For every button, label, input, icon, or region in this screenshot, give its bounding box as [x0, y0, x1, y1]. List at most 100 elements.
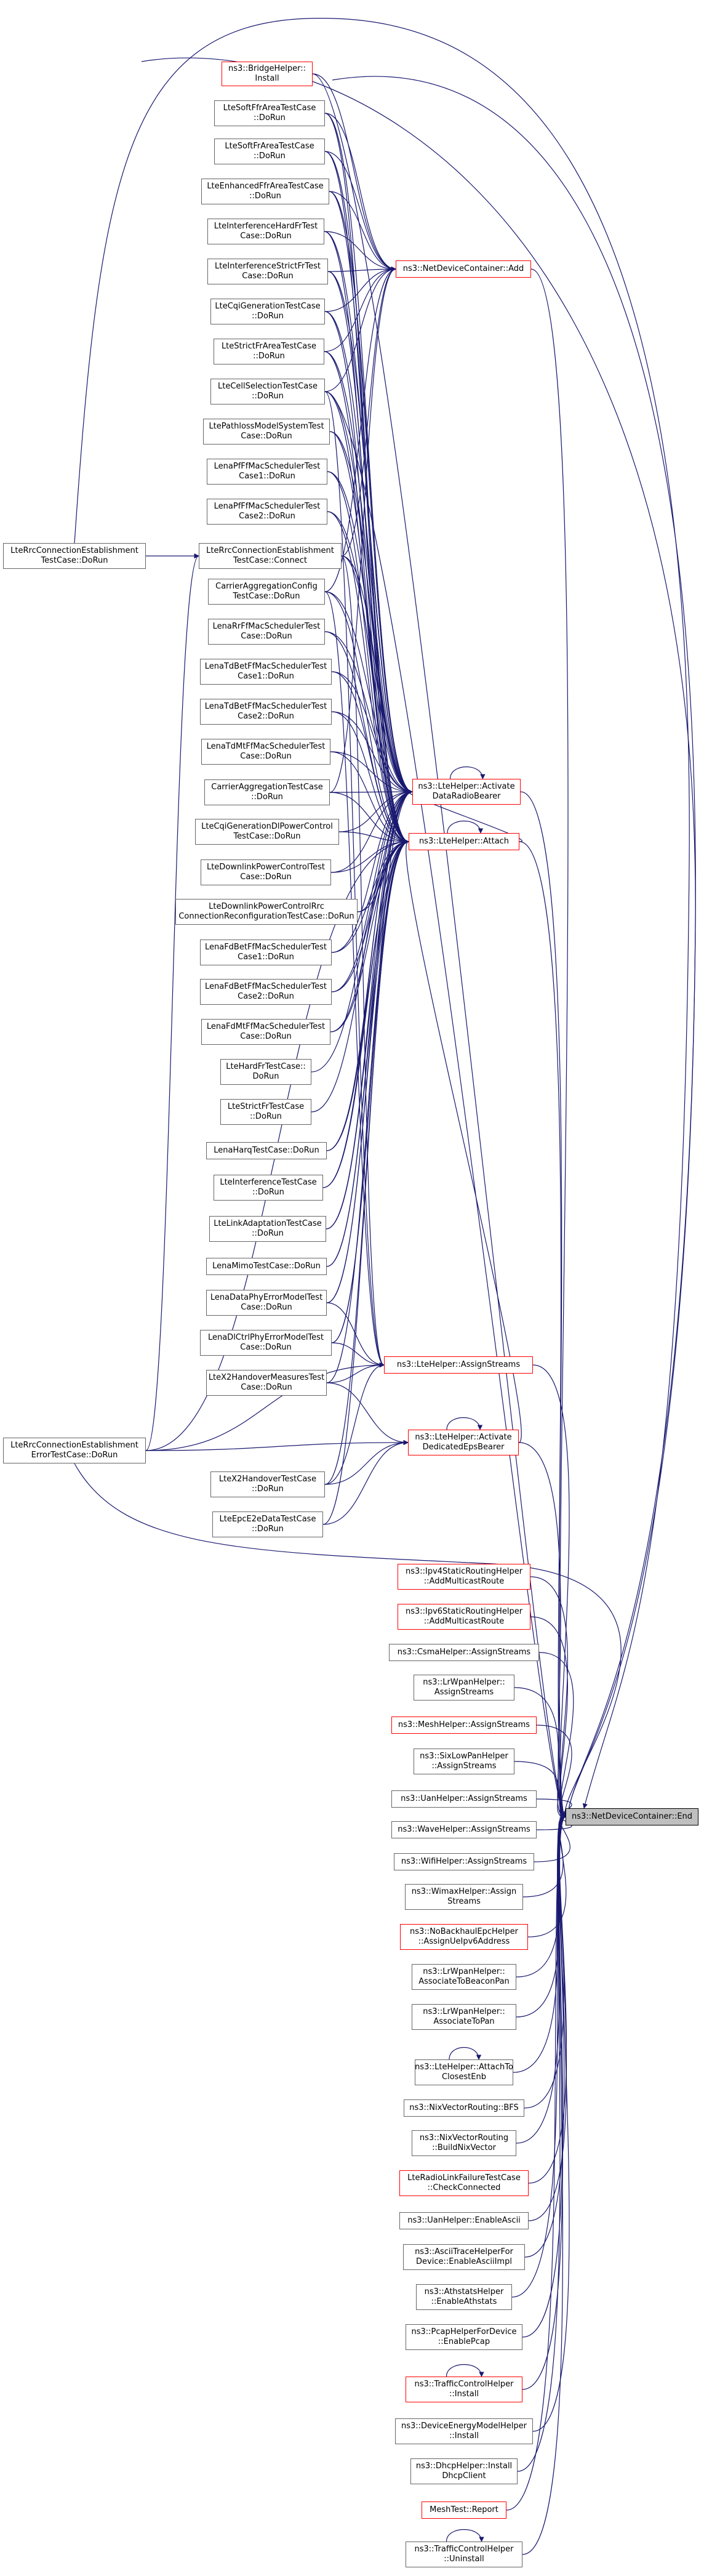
node-label-line: ::AssignStreams [431, 1761, 497, 1771]
graph-node[interactable]: LteEpcE2eDataTestCase::DoRun [212, 1511, 323, 1537]
graph-node[interactable]: LteHardFrTestCase::DoRun [220, 1059, 311, 1085]
graph-node[interactable]: ns3::WaveHelper::AssignStreams [391, 1821, 537, 1838]
graph-node[interactable]: ns3::PcapHelperForDevice::EnablePcap [406, 2324, 522, 2350]
graph-edge [520, 791, 566, 1819]
node-label-line: TestCase::DoRun [233, 592, 300, 601]
graph-node[interactable]: LteX2HandoverTestCase::DoRun [210, 1471, 325, 1497]
graph-node[interactable]: MeshTest::Report [422, 2502, 506, 2519]
node-label-line: ns3::MeshHelper::AssignStreams [398, 1720, 530, 1729]
graph-node[interactable]: ns3::UanHelper::AssignStreams [391, 1790, 537, 1808]
node-label-line: LteEnhancedFfrAreaTestCase [207, 182, 324, 191]
node-label-line: ::AddMulticastRoute [423, 1577, 505, 1586]
graph-edge [330, 751, 409, 845]
graph-edge [338, 789, 413, 832]
graph-node[interactable]: ns3::SixLowPanHelper::AssignStreams [414, 1749, 514, 1774]
graph-node[interactable]: ns3::LteHelper::Attach [409, 833, 519, 850]
graph-node[interactable]: ns3::Ipv6StaticRoutingHelper::AddMultica… [398, 1604, 530, 1630]
graph-node[interactable]: LteStrictFrTestCase::DoRun [220, 1099, 311, 1125]
graph-edge [329, 431, 413, 795]
graph-node[interactable]: LenaMimoTestCase::DoRun [206, 1258, 327, 1275]
graph-node[interactable]: ns3::TrafficControlHelper::Uninstall [406, 2542, 522, 2567]
graph-edge [324, 266, 396, 592]
graph-node[interactable]: ns3::NixVectorRouting::BFS [404, 2099, 524, 2117]
graph-edge [312, 73, 566, 1819]
graph-node[interactable]: LteEnhancedFfrAreaTestCase::DoRun [201, 179, 329, 204]
node-label-line: LteRadioLinkFailureTestCase [407, 2173, 521, 2183]
graph-node[interactable]: ns3::CsmaHelper::AssignStreams [389, 1644, 539, 1661]
graph-node[interactable]: ns3::NetDeviceContainer::End [566, 1808, 698, 1825]
graph-node[interactable]: ns3::TrafficControlHelper::Install [406, 2377, 522, 2402]
graph-node[interactable]: LteRadioLinkFailureTestCase::CheckConnec… [399, 2170, 529, 2196]
graph-edge [326, 789, 413, 1267]
node-label-line: LteX2HandoverMeasuresTest [208, 1373, 325, 1382]
node-label-line: AssociateToBeaconPan [418, 1977, 510, 1986]
graph-edge [534, 1814, 570, 1862]
graph-node[interactable]: LteStrictFrAreaTestCase::DoRun [214, 339, 324, 364]
graph-node[interactable]: ns3::Ipv4StaticRoutingHelper::AddMultica… [398, 1564, 530, 1590]
graph-node[interactable]: ns3::NetDeviceContainer::Add [396, 260, 531, 278]
graph-node[interactable]: LteSoftFfrAreaTestCase::DoRun [214, 100, 325, 126]
node-label-line: ErrorTestCase::DoRun [31, 1451, 118, 1460]
graph-edge [332, 76, 696, 1814]
graph-edge [324, 311, 413, 795]
graph-node[interactable]: ns3::NoBackhaulEpcHelper::AssignUeIpv6Ad… [400, 1924, 528, 1950]
graph-edge [311, 839, 409, 1113]
graph-edge [324, 151, 413, 795]
graph-node[interactable]: ns3::LrWpanHelper::AssignStreams [414, 1675, 514, 1701]
graph-edge [327, 511, 409, 845]
graph-edge [331, 671, 413, 795]
graph-edge [330, 839, 409, 873]
graph-node[interactable]: ns3::WifiHelper::AssignStreams [394, 1853, 534, 1870]
node-label-line: ns3::BridgeHelper:: [228, 64, 306, 73]
graph-node[interactable]: ns3::LrWpanHelper::AssociateToPan [412, 2004, 516, 2030]
graph-edge [145, 553, 199, 1451]
graph-node[interactable]: ns3::AthstatsHelper::EnableAthstats [416, 2284, 512, 2310]
graph-node[interactable]: ns3::UanHelper::EnableAscii [399, 2212, 529, 2229]
graph-node[interactable]: LteSoftFrAreaTestCase::DoRun [214, 139, 325, 164]
graph-node[interactable]: ns3::NixVectorRouting::BuildNixVector [412, 2130, 516, 2156]
node-label-line: Case::DoRun [240, 872, 292, 882]
graph-node[interactable]: ns3::MeshHelper::AssignStreams [391, 1717, 537, 1734]
graph-node[interactable]: ns3::LrWpanHelper::AssociateToBeaconPan [412, 1964, 516, 1990]
graph-node[interactable]: ns3::BridgeHelper::Install [222, 62, 313, 86]
graph-node[interactable]: LteInterferenceTestCase::DoRun [214, 1175, 323, 1201]
node-label-line: ns3::LteHelper::Activate [418, 782, 515, 791]
graph-node[interactable]: LteCellSelectionTestCase::DoRun [210, 379, 325, 405]
graph-node[interactable]: ns3::LteHelper::AssignStreams [384, 1356, 533, 1374]
graph-node[interactable]: CarrierAggregationTestCase::DoRun [204, 779, 330, 805]
node-label-line: ns3::LrWpanHelper:: [423, 2007, 505, 2016]
graph-node[interactable]: ns3::DeviceEnergyModelHelper::Install [395, 2418, 533, 2444]
graph-node[interactable]: LenaHarqTestCase::DoRun [206, 1142, 327, 1159]
graph-node[interactable]: LteLinkAdaptationTestCase::DoRun [209, 1216, 326, 1242]
graph-node[interactable]: LteCqiGenerationTestCase::DoRun [210, 299, 325, 324]
graph-edge [311, 839, 409, 1073]
